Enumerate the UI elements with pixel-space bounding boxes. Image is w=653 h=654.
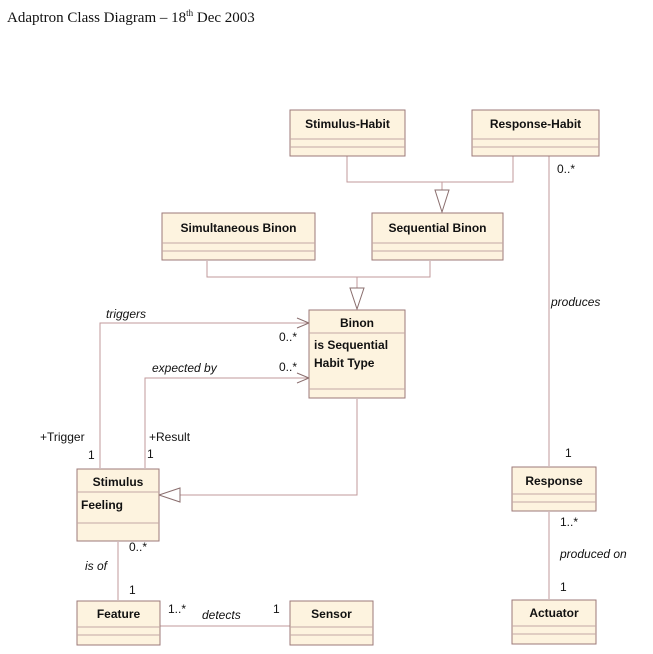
- produces-label: produces: [550, 295, 600, 309]
- triggers-label: triggers: [106, 307, 146, 321]
- is-of-label: is of: [85, 559, 109, 573]
- class-stimulus-habit[interactable]: Stimulus-Habit: [289, 109, 406, 157]
- produced-on-source-multiplicity: 1..*: [560, 515, 578, 529]
- trigger-role-label: +Trigger: [40, 430, 85, 444]
- class-simultaneous-binon[interactable]: Simultaneous Binon: [161, 212, 316, 261]
- class-name-stimulus: Stimulus: [93, 475, 144, 489]
- result-role-label: +Result: [149, 430, 191, 444]
- produced-on-label: produced on: [559, 547, 627, 561]
- class-name-stimulus-habit: Stimulus-Habit: [305, 117, 390, 131]
- edge-triggers: [99, 322, 309, 468]
- is-of-target-multiplicity: 1: [129, 583, 136, 597]
- generalization-arrow-sequential-binon: [434, 189, 450, 214]
- produces-source-multiplicity: 0..*: [557, 162, 575, 176]
- detects-source-multiplicity: 1..*: [168, 602, 186, 616]
- is-of-source-multiplicity: 0..*: [129, 540, 147, 554]
- edge-simultaneous-binon-generalization: [206, 261, 357, 278]
- stimulus-attribute-feeling: Feeling: [81, 498, 123, 512]
- class-binon[interactable]: Binon is Sequential Habit Type: [308, 309, 406, 399]
- triggers-target-multiplicity: 0..*: [279, 330, 297, 344]
- expected-by-target-multiplicity: 0..*: [279, 360, 297, 374]
- class-sequential-binon[interactable]: Sequential Binon: [371, 212, 504, 261]
- edge-stimulus-habit-generalization: [346, 156, 442, 183]
- generalization-arrow-binon: [349, 287, 365, 311]
- diagram-title: Adaptron Class Diagram – 18th Dec 2003: [7, 8, 255, 27]
- expected-by-source-multiplicity: 1: [147, 447, 154, 461]
- binon-attribute-is-sequential: is Sequential: [314, 338, 388, 352]
- class-name-binon: Binon: [340, 316, 374, 330]
- class-sensor[interactable]: Sensor: [289, 600, 374, 646]
- class-name-response: Response: [525, 474, 583, 488]
- produces-target-multiplicity: 1: [565, 446, 572, 460]
- detects-label: detects: [202, 608, 241, 622]
- title-suffix: Dec 2003: [193, 10, 255, 26]
- edge-binon-stimulus-generalization: [180, 399, 358, 496]
- class-name-sequential-binon: Sequential Binon: [388, 221, 486, 235]
- expected-by-label: expected by: [152, 361, 218, 375]
- class-name-response-habit: Response-Habit: [490, 117, 581, 131]
- binon-attribute-habit-type: Habit Type: [314, 356, 375, 370]
- class-name-actuator: Actuator: [529, 606, 579, 620]
- class-name-simultaneous-binon: Simultaneous Binon: [180, 221, 296, 235]
- edge-response-habit-generalization: [441, 156, 514, 190]
- class-response[interactable]: Response: [511, 466, 597, 512]
- edge-expected-by: [144, 377, 309, 468]
- class-stimulus[interactable]: Stimulus Feeling: [76, 468, 160, 542]
- class-feature[interactable]: Feature: [76, 600, 161, 646]
- produced-on-target-multiplicity: 1: [560, 580, 567, 594]
- detects-target-multiplicity: 1: [273, 602, 280, 616]
- title-prefix: Adaptron Class Diagram – 18: [7, 10, 187, 26]
- edge-sequential-binon-generalization: [356, 261, 431, 288]
- triggers-source-multiplicity: 1: [88, 448, 95, 462]
- class-response-habit[interactable]: Response-Habit: [471, 109, 600, 157]
- title-superscript: th: [186, 8, 194, 18]
- generalization-arrow-stimulus: [157, 487, 181, 503]
- class-name-feature: Feature: [97, 607, 141, 621]
- class-actuator[interactable]: Actuator: [511, 599, 597, 645]
- class-name-sensor: Sensor: [311, 607, 352, 621]
